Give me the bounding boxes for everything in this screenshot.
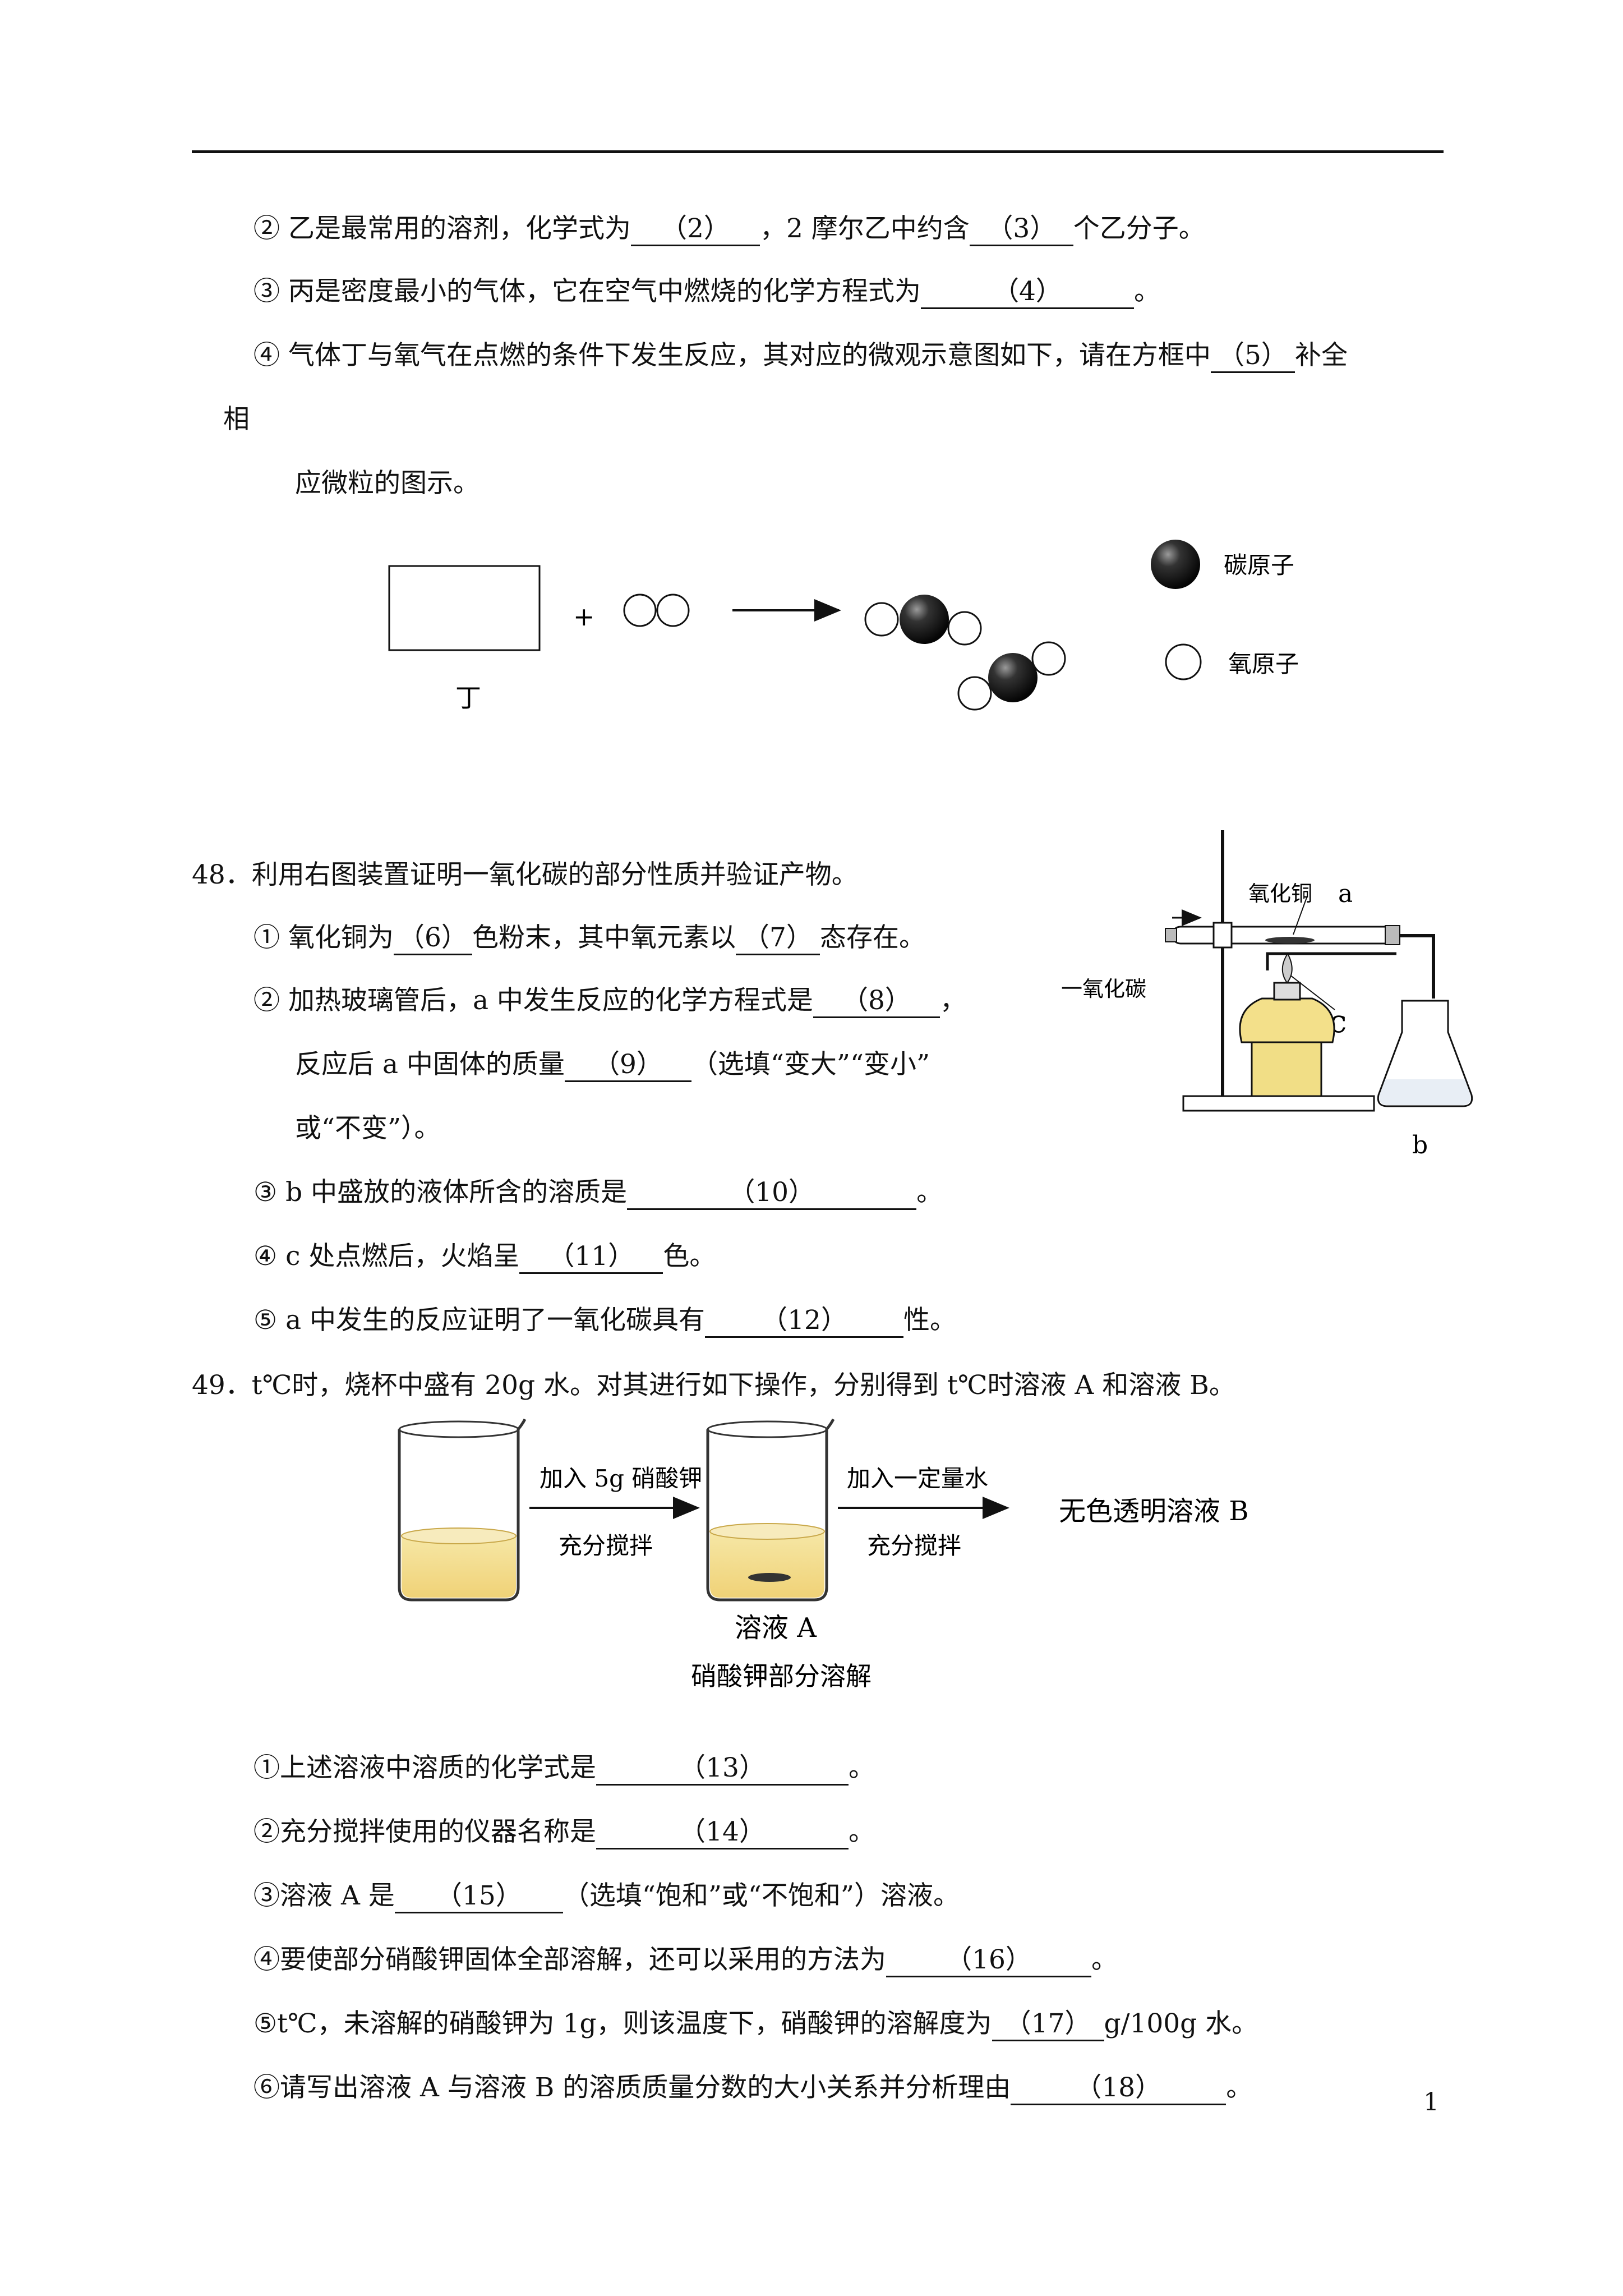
undissolved-kno3	[748, 1573, 791, 1582]
q48-item-2: ② 加热玻璃管后，a 中发生反应的化学方程式是（8），	[253, 984, 966, 1018]
blank-4[interactable]: （4）	[920, 276, 1134, 309]
result-label: 无色透明溶液 B	[1059, 1496, 1249, 1527]
blank-2[interactable]: （2）	[630, 213, 760, 246]
apparatus-diagram: 一氧化碳 氧化铜 a c b	[1061, 830, 1473, 1159]
blank-18[interactable]: （18）	[1011, 2072, 1227, 2105]
q48-stem: 48．利用右图装置证明一氧化碳的部分性质并验证产物。	[192, 859, 858, 890]
solution-a	[710, 1531, 824, 1598]
step2-top: 加入一定量水	[847, 1465, 988, 1492]
tube-stopper	[1165, 928, 1177, 942]
clamp	[1212, 922, 1233, 949]
carbon-atom	[988, 653, 1038, 702]
blank-15[interactable]: （15）	[394, 1880, 563, 1913]
pointer-c	[1289, 974, 1335, 1010]
blank-3[interactable]: （3）	[969, 213, 1073, 246]
tube-stopper	[1385, 925, 1400, 945]
q47-item-4: ④ 气体丁与氧气在点燃的条件下发生反应，其对应的微观示意图如下，请在方框中（5）…	[253, 339, 1348, 373]
beaker-2	[706, 1418, 835, 1602]
beaker-1-rim	[398, 1420, 519, 1438]
blank-8[interactable]: （8）	[813, 985, 940, 1018]
beaker-a-note: 硝酸钾部分溶解	[691, 1661, 872, 1691]
limewater	[1379, 1079, 1471, 1105]
blank-17[interactable]: （17）	[992, 2008, 1104, 2041]
blank-16[interactable]: （16）	[886, 1944, 1091, 1977]
pointer-a	[1293, 897, 1307, 935]
oxygen-atom	[656, 593, 690, 627]
q49-item-6: ⑥请写出溶液 A 与溶液 B 的溶质质量分数的大小关系并分析理由（18）。	[253, 2071, 1252, 2105]
dissolution-diagram: 加入 5g 硝酸钾 充分搅拌 加入一定量水 充分搅拌 无色透明溶液 B 溶液 A…	[398, 1418, 1249, 1691]
exhaust-tube	[1266, 952, 1396, 970]
header-rule	[192, 150, 1444, 153]
step1-top: 加入 5g 硝酸钾	[540, 1465, 702, 1492]
q48-item-1: ① 氧化铜为（6）色粉末，其中氧元素以（7）态存在。	[253, 921, 925, 955]
beaker-2-rim	[707, 1420, 828, 1438]
alcohol-lamp	[1239, 997, 1335, 1043]
blank-12[interactable]: （12）	[705, 1305, 904, 1338]
solution-a-surface	[709, 1523, 825, 1540]
oxygen-atom	[957, 676, 992, 711]
step2-bottom: 充分搅拌	[867, 1532, 961, 1559]
q48-item-2-cont2: 或“不变”）。	[295, 1113, 441, 1144]
label-b: b	[1412, 1131, 1428, 1159]
q49-item-2: ②充分搅拌使用的仪器名称是（14）。	[253, 1815, 875, 1849]
water-1	[402, 1536, 516, 1598]
oxygen-atom	[864, 602, 899, 637]
blank-14[interactable]: （14）	[596, 1816, 849, 1849]
oxygen-legend-icon	[1165, 643, 1202, 680]
q48-item-2-cont: 反应后 a 中固体的质量（9）（选填“变大”“变小”	[295, 1048, 930, 1082]
beaker-1	[398, 1418, 527, 1602]
q48-item-5: ⑤ a 中发生的反应证明了一氧化碳具有（12）性。	[253, 1304, 956, 1338]
q47-item-4-cont: 应微粒的图示。	[295, 468, 479, 499]
q47-item-3: ③ 丙是密度最小的气体，它在空气中燃烧的化学方程式为（4）。	[253, 275, 1160, 309]
carbon-legend-icon	[1151, 540, 1200, 589]
q47-item-4-wrap: 相	[223, 404, 250, 435]
label-a: a	[1338, 880, 1353, 908]
delivery-tube	[1400, 934, 1435, 999]
q49-stem: 49．t℃时，烧杯中盛有 20g 水。对其进行如下操作，分别得到 t℃时溶液 A…	[192, 1370, 1235, 1401]
answer-box[interactable]	[388, 565, 541, 651]
q49-item-5: ⑤t℃，未溶解的硝酸钾为 1g，则该温度下，硝酸钾的溶解度为（17）g/100g…	[253, 2007, 1258, 2041]
blank-13[interactable]: （13）	[596, 1752, 849, 1786]
blank-11[interactable]: （11）	[519, 1241, 663, 1274]
oxygen-atom	[1031, 641, 1066, 676]
blank-5[interactable]: （5）	[1210, 340, 1295, 373]
blank-10[interactable]: （10）	[627, 1177, 917, 1210]
carbon-atom	[900, 595, 949, 644]
q49-item-1: ①上述溶液中溶质的化学式是（13）。	[253, 1751, 875, 1786]
carbon-legend-label: 碳原子	[1224, 551, 1294, 579]
co-label: 一氧化碳	[1061, 977, 1146, 1001]
wooden-block	[1251, 1041, 1322, 1097]
flame	[1281, 953, 1293, 984]
cuo-label: 氧化铜	[1248, 881, 1312, 906]
blank-6[interactable]: （6）	[393, 922, 472, 955]
q47-item-2: ② 乙是最常用的溶剂，化学式为（2），2 摩尔乙中约含（3）个乙分子。	[253, 212, 1205, 246]
page-number: 1	[1423, 2088, 1439, 2116]
oxygen-atom	[947, 611, 982, 646]
micro-diagram: 丁 + 碳原子 氧原子	[388, 540, 1299, 713]
lamp-wick	[1273, 982, 1301, 1001]
q49-item-3: ③溶液 A 是（15）（选填“饱和”或“不饱和”）溶液。	[253, 1879, 960, 1913]
beaker-a-label: 溶液 A	[735, 1612, 817, 1644]
blank-7[interactable]: （7）	[735, 922, 820, 955]
box-label: 丁	[455, 683, 481, 713]
water-1-surface	[401, 1527, 517, 1544]
stand-base	[1182, 1095, 1375, 1112]
oxygen-atom	[623, 593, 657, 627]
plus-sign: +	[573, 601, 595, 632]
step1-bottom: 充分搅拌	[559, 1532, 653, 1559]
oxygen-legend-label: 氧原子	[1228, 650, 1299, 678]
q48-item-4: ④ c 处点燃后，火焰呈（11）色。	[253, 1240, 716, 1274]
q49-item-4: ④要使部分硝酸钾固体全部溶解，还可以采用的方法为（16）。	[253, 1943, 1118, 1977]
copper-oxide-powder	[1265, 937, 1315, 944]
q48-item-3: ③ b 中盛放的液体所含的溶质是（10）。	[253, 1176, 943, 1210]
blank-9[interactable]: （9）	[564, 1049, 691, 1082]
